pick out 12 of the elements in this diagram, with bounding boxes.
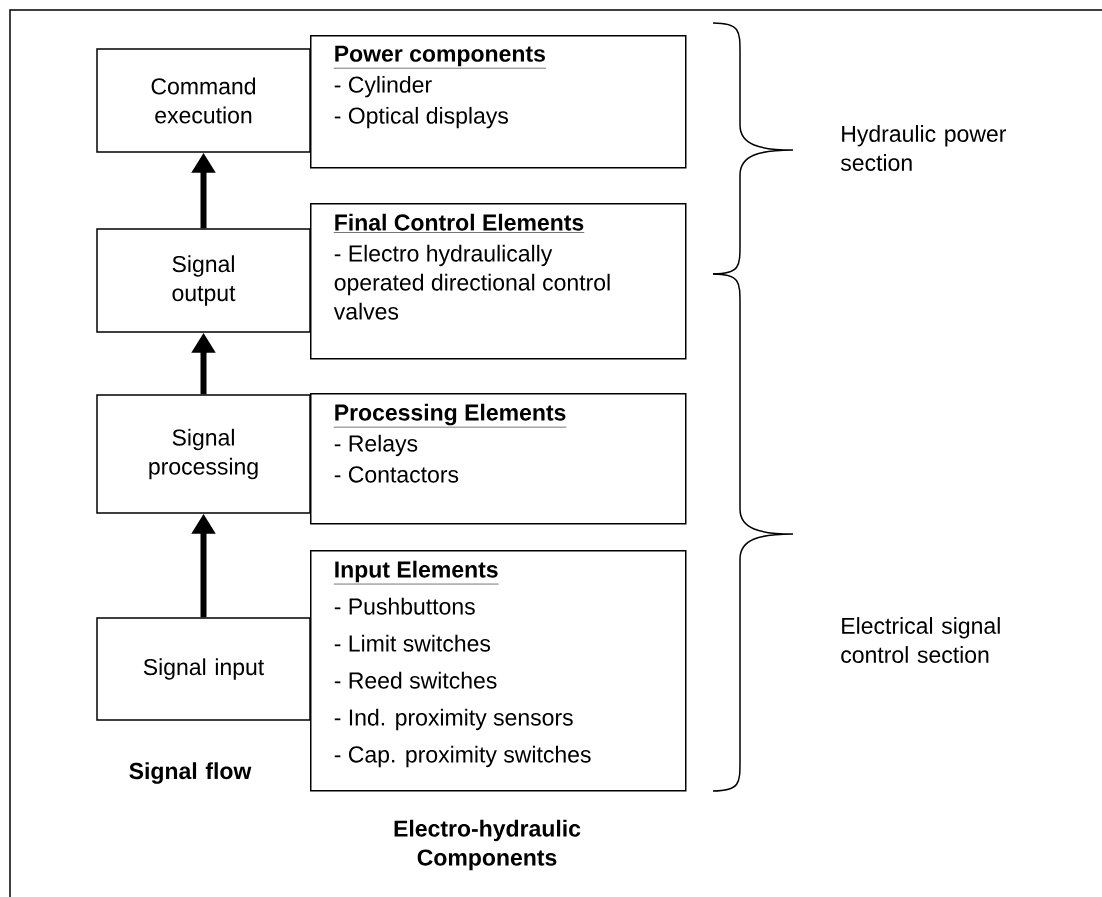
step-box: Signal output xyxy=(96,228,311,333)
section-label: Hydraulic power section xyxy=(840,125,1006,171)
caption-text: Electro-hydraulic Components xyxy=(394,819,581,871)
section-label: Electrical signal control section xyxy=(841,617,1000,663)
step-box: Signal processing xyxy=(96,394,311,514)
component-box: Processing Elements - Relays - Contactors xyxy=(310,393,687,525)
step-box: Signal input xyxy=(96,617,311,721)
step-box: Command execution xyxy=(96,48,311,153)
component-box: Final Control Elements - Electro hydraulically operated directional control valves xyxy=(310,203,687,360)
component-box: Power components - Cylinder - Optical displays xyxy=(310,35,687,169)
component-box: Input Elements - Pushbuttons - Limit switches - Reed switches - Ind. proximity sensors - Cap. proximity switches xyxy=(310,550,687,792)
caption-text: Signal flow xyxy=(129,762,252,784)
